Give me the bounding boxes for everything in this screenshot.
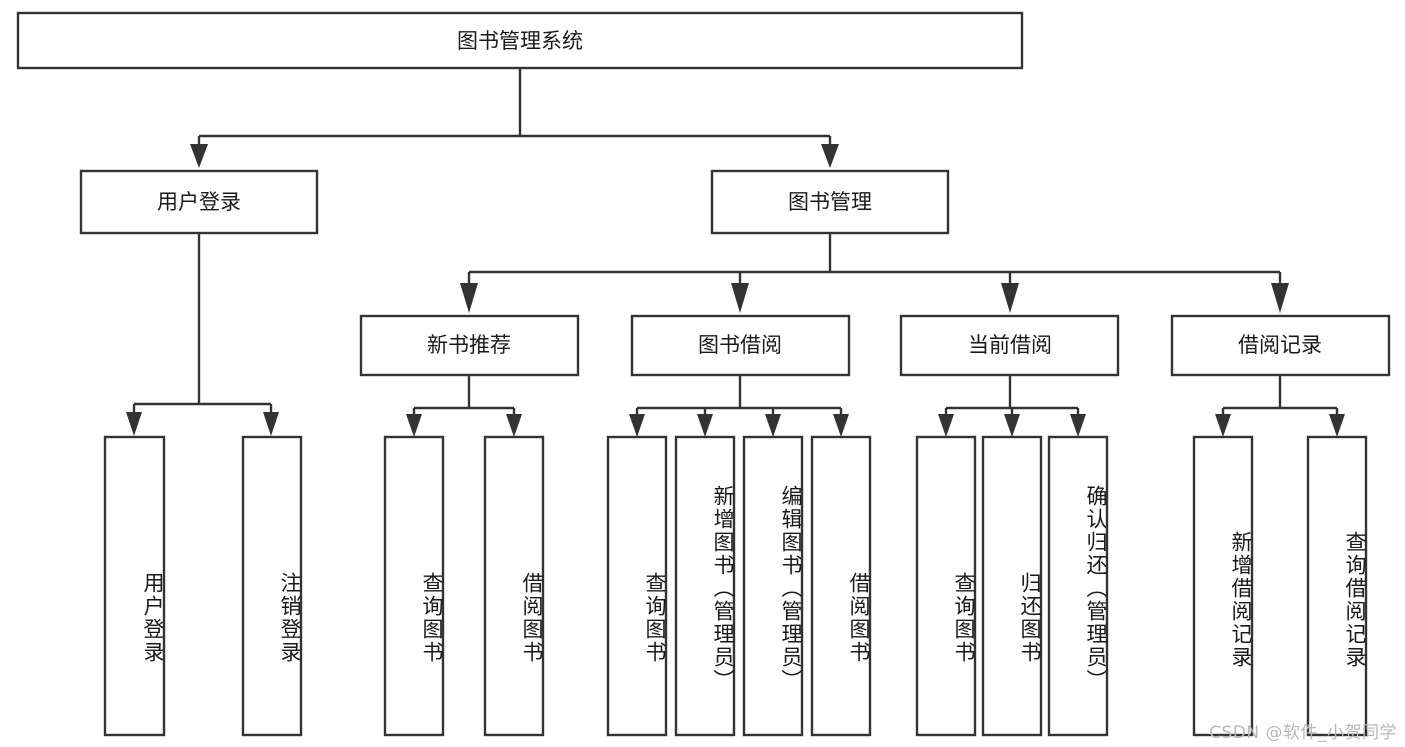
edges-current-borrow-to-leaves [938,375,1086,437]
arrow-head-bb-leaf-2 [765,414,781,437]
leaf-box-br-query-record[interactable] [1306,435,1368,737]
leaf-box-cb-confirm-return[interactable] [1047,435,1109,737]
node-borrow-record[interactable]: 借阅记录 [1170,314,1391,377]
node-current-borrow[interactable]: 当前借阅 [899,314,1120,377]
arrow-head-br-leaf-0 [1215,414,1231,437]
node-book-management-label: 图书管理 [788,190,872,214]
leaf-box-cb-return-book[interactable] [981,435,1043,737]
node-new-book-recommend-label: 新书推荐 [427,333,511,357]
node-root-box [16,11,1024,70]
csdn-watermark: CSDN @软件_小贺同学 [1209,723,1397,743]
edges-root-to-level2 [190,68,839,168]
arrow-head-cb-leaf-1 [1004,414,1020,437]
arrow-head-bb-leaf-1 [697,414,713,437]
arrow-head-bb-leaf-0 [629,414,645,437]
arrow-head-cb-leaf-2 [1070,414,1086,437]
node-current-borrow-label: 当前借阅 [968,333,1052,357]
arrow-head-cb-leaf-0 [938,414,954,437]
arrow-head-leaf-logout [263,412,279,436]
node-user-login[interactable]: 用户登录 [79,169,319,235]
node-book-borrow-box [630,314,851,377]
edges-book-management-to-level3 [460,233,1289,313]
leaf-box-nb-query-book[interactable] [383,435,445,737]
node-user-login-label: 用户登录 [157,190,241,214]
leaf-box-bb-add-book[interactable] [674,435,736,737]
edges-user-login-to-leaves [126,233,279,436]
node-new-book-recommend[interactable]: 新书推荐 [359,314,580,377]
leaf-box-user-login[interactable] [103,435,166,737]
node-book-borrow-label: 图书借阅 [698,333,782,357]
node-book-management[interactable]: 图书管理 [710,169,950,235]
leaf-box-cb-query-book[interactable] [915,435,977,737]
arrow-head-book-mgmt [821,144,839,168]
node-new-book-recommend-box [359,314,580,377]
node-current-borrow-box [899,314,1120,377]
node-book-management-box [710,169,950,235]
arrow-head-borrow-record [1271,283,1289,313]
node-borrow-record-label: 借阅记录 [1238,333,1322,357]
arrow-head-nb-leaf-0 [406,414,422,437]
arrow-head-book-borrow [731,283,749,313]
leaf-box-logout[interactable] [241,435,303,737]
arrow-head-br-leaf-1 [1329,414,1345,437]
arrow-head-user-login [190,144,208,168]
arrow-head-leaf-user-login [126,412,142,436]
arrow-head-bb-leaf-3 [833,414,849,437]
leaf-boxes [103,435,1368,737]
arrow-head-nb-leaf-1 [506,414,522,437]
leaf-box-bb-borrow-book[interactable] [810,435,872,737]
arrow-head-current-borrow [1001,283,1019,313]
node-root[interactable]: 图书管理系统 [16,11,1024,70]
edges-new-book-recommend-to-leaves [406,375,522,437]
leaf-box-br-add-record[interactable] [1192,435,1254,737]
node-book-borrow[interactable]: 图书借阅 [630,314,851,377]
edges-borrow-record-to-leaves [1215,375,1345,437]
edges-book-borrow-to-leaves [629,375,849,437]
node-borrow-record-box [1170,314,1391,377]
node-root-label: 图书管理系统 [457,29,583,53]
leaf-box-bb-query-book[interactable] [606,435,668,737]
leaf-box-bb-edit-book[interactable] [742,435,804,737]
arrow-head-new-book-recommend [460,283,478,313]
leaf-box-nb-borrow-book[interactable] [483,435,545,737]
